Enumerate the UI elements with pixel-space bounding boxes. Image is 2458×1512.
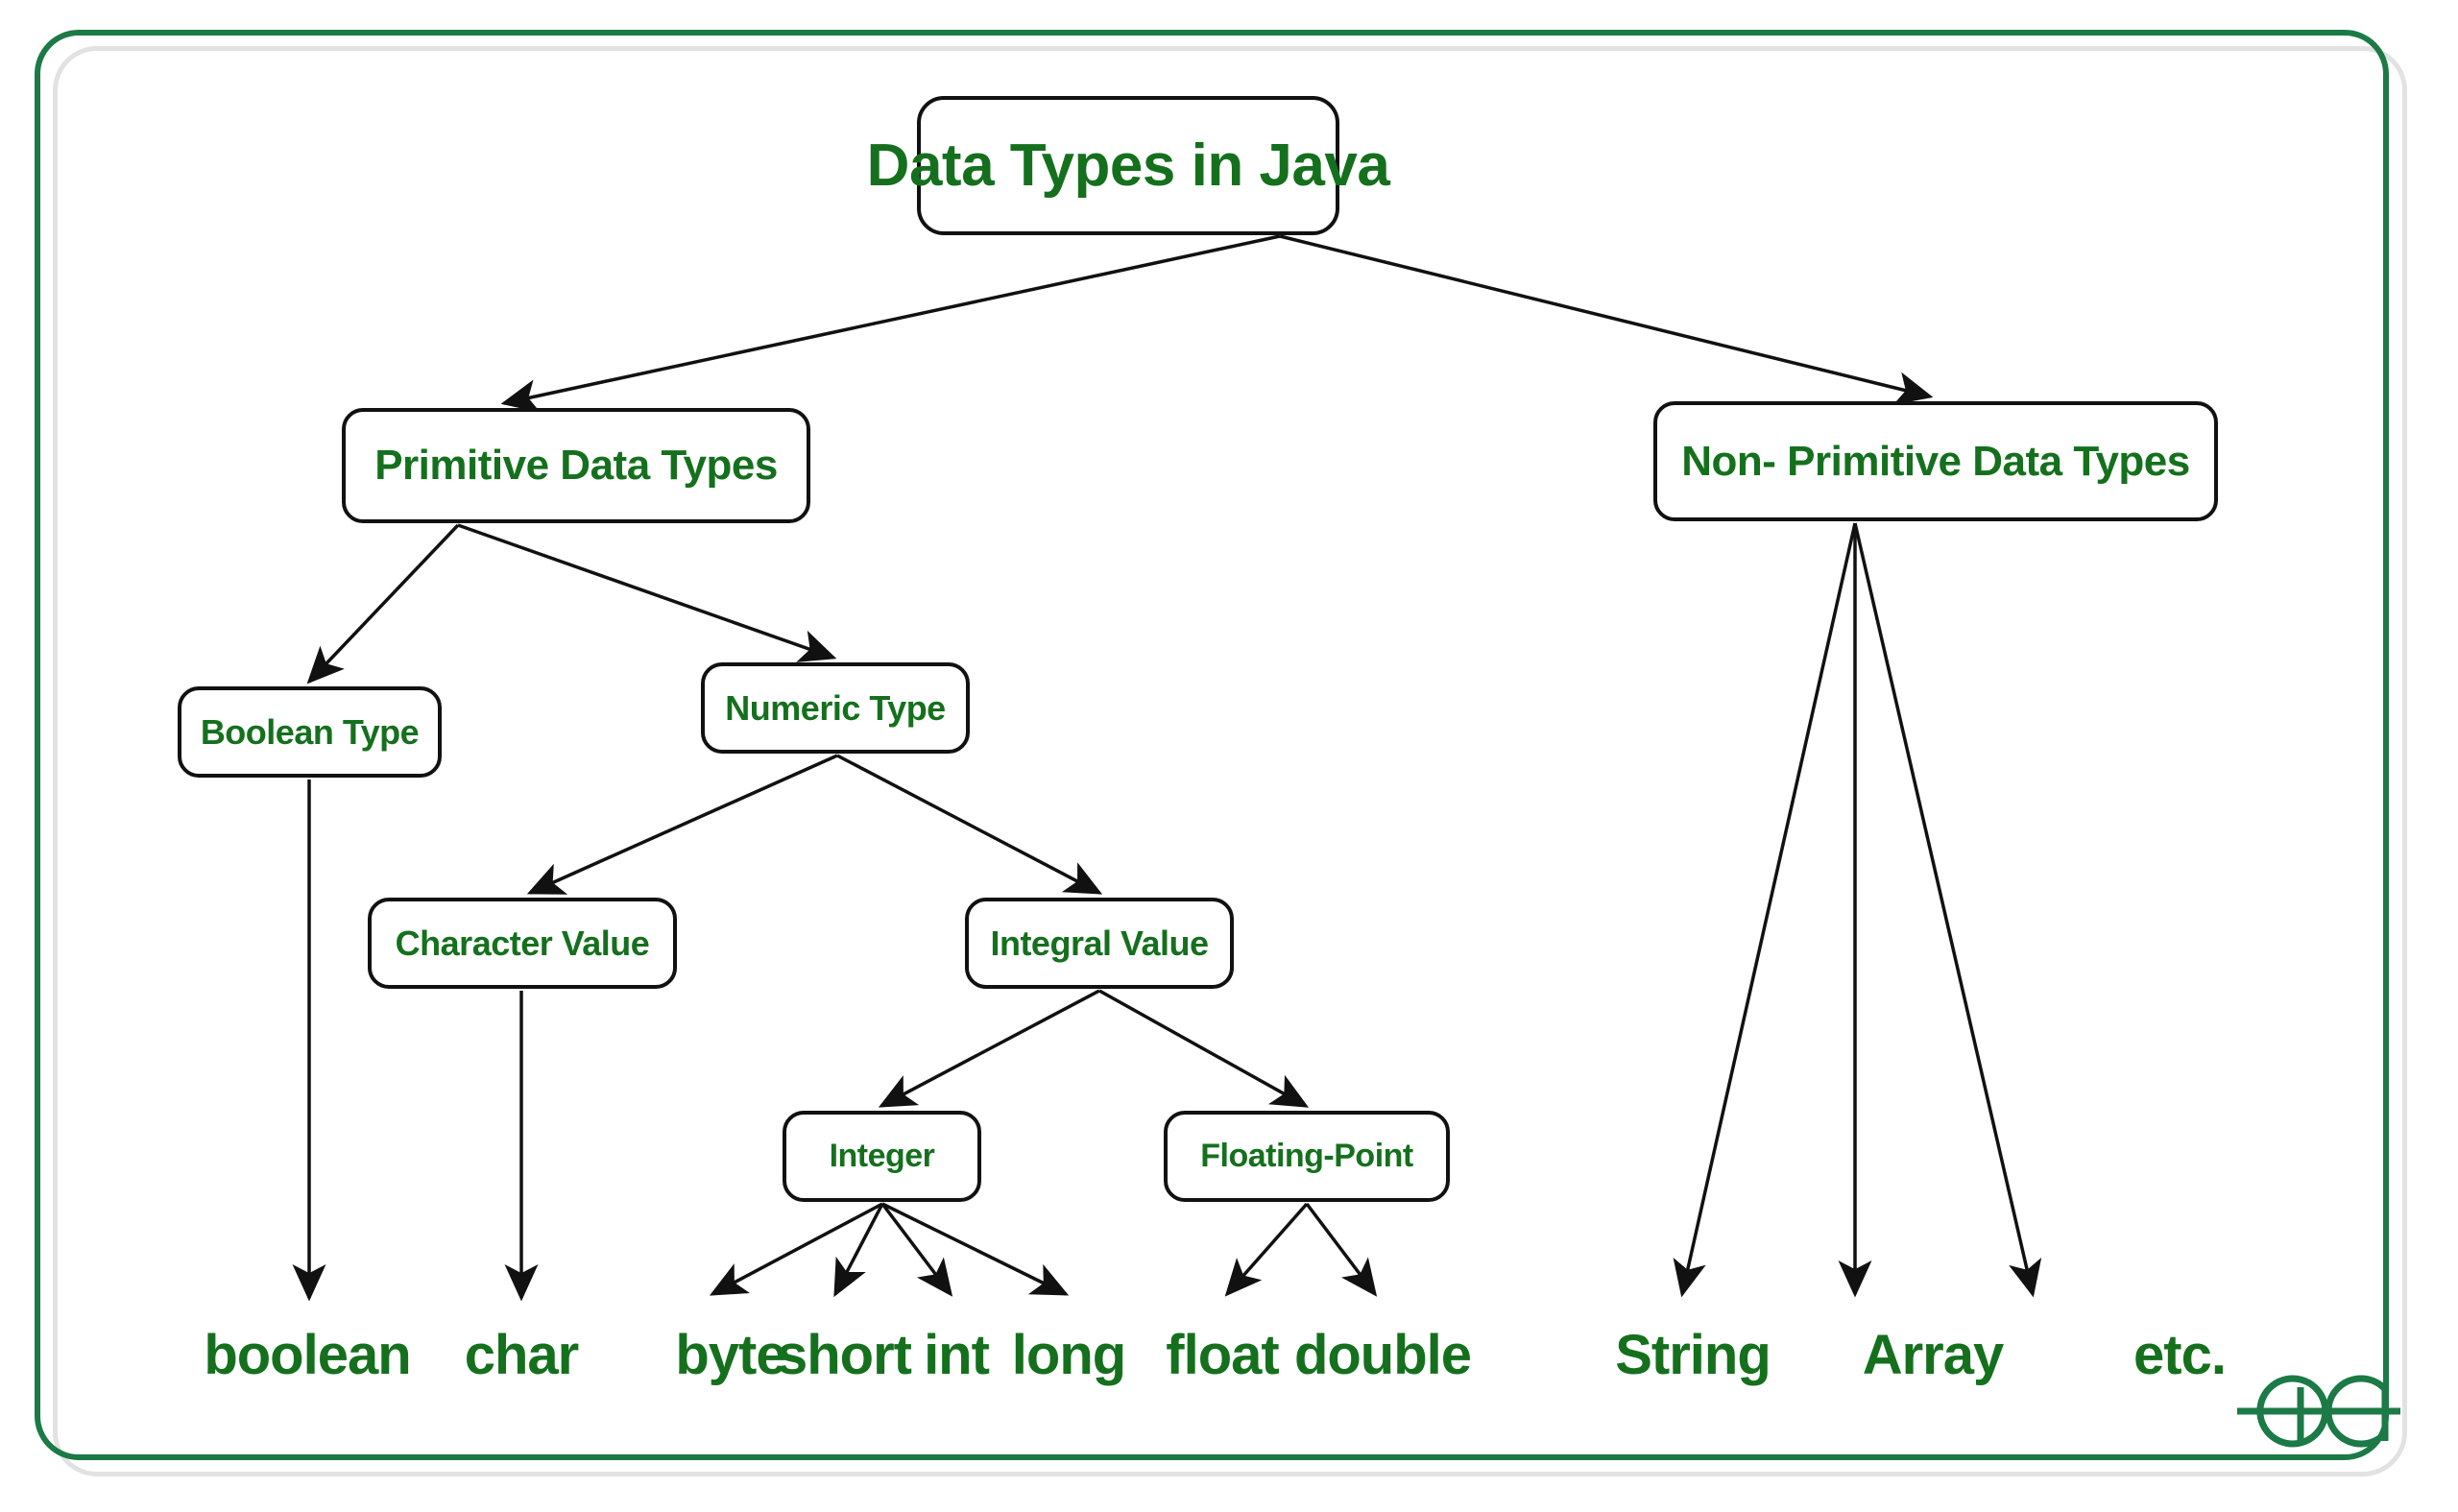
leaf-char[interactable]: char [464,1324,580,1386]
leaf-long[interactable]: long [1011,1324,1126,1386]
edge-non-primitive-to-string [1673,522,1857,1298]
node-integer[interactable]: Integer [783,1111,981,1202]
edge-root-to-non-primitive [1279,234,1934,405]
leaf-short[interactable]: short [777,1324,912,1386]
edge-integral-value-to-floating-point [1098,989,1310,1108]
frame-shadow [53,46,2407,1476]
node-floating-point[interactable]: Floating-Point [1164,1111,1450,1202]
node-integral-value[interactable]: Integral Value [965,898,1234,989]
edge-integer-to-byte [709,1202,883,1296]
edge-integer-to-long [881,1202,1070,1296]
node-numeric-type[interactable]: Numeric Type [701,662,970,754]
node-label: Numeric Type [725,687,946,728]
leaf-boolean[interactable]: boolean [204,1324,411,1386]
node-character-value[interactable]: Character Value [368,898,677,989]
edge-numeric-type-to-integral-value [836,754,1103,895]
node-non-primitive[interactable]: Non- Primitive Data Types [1653,401,2218,521]
leaf-float[interactable]: float [1166,1324,1279,1386]
leaf-etc[interactable]: etc. [2133,1324,2227,1386]
edge-floating-point-to-double [1305,1202,1378,1297]
leaf-byte[interactable]: byte [675,1324,786,1386]
edge-floating-point-to-float [1224,1202,1309,1297]
node-label: Data Types in Java [866,132,1390,199]
edge-integer-to-int [880,1202,953,1297]
leaf-string[interactable]: String [1615,1324,1771,1386]
node-label: Non- Primitive Data Types [1681,437,2190,485]
leaf-int[interactable]: int [924,1324,990,1386]
node-label: Floating-Point [1200,1138,1413,1174]
edge-primitive-to-numeric-type [457,523,837,662]
node-root[interactable]: Data Types in Java [867,96,1390,235]
node-label: Character Value [395,923,650,963]
frame-border [35,30,2389,1460]
edge-numeric-type-to-character-value [526,754,838,895]
edge-primitive-to-boolean-type [306,523,460,684]
edge-non-primitive-to-etc [1853,522,2042,1298]
geeksforgeeks-logo [2237,1375,2400,1448]
node-label: Primitive Data Types [374,442,778,489]
node-boolean-type[interactable]: Boolean Type [178,686,442,778]
leaf-double[interactable]: double [1293,1324,1472,1386]
node-label: Integer [829,1138,935,1174]
node-label: Integral Value [990,923,1209,963]
node-primitive[interactable]: Primitive Data Types [342,408,810,523]
edge-integer-to-short [833,1203,884,1298]
edges-group [292,234,2042,1302]
leaf-array[interactable]: Array [1862,1324,2005,1386]
node-label: Boolean Type [200,711,420,752]
edge-root-to-primitive [500,234,1281,413]
edge-integral-value-to-integer [878,989,1100,1108]
